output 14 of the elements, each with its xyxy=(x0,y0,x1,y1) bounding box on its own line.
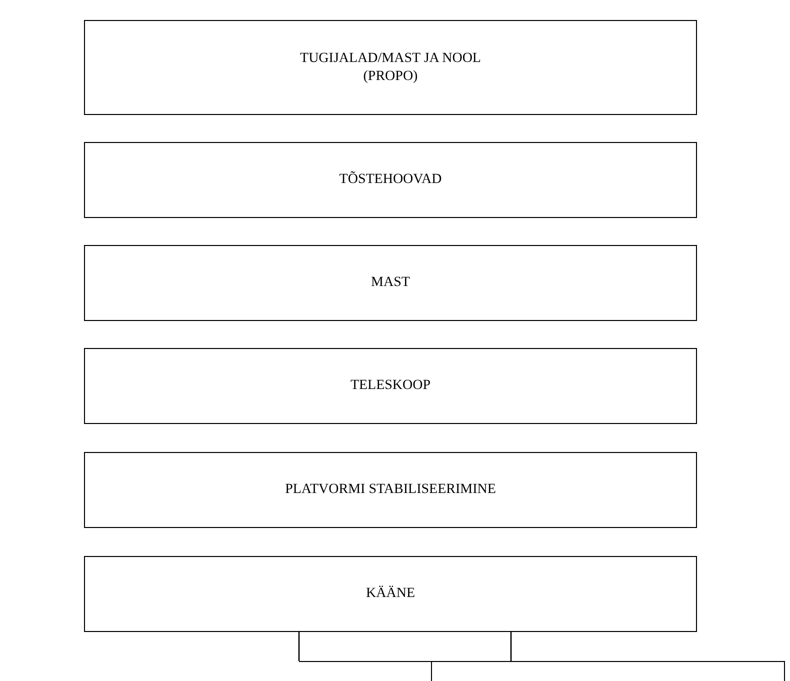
process-box xyxy=(84,452,697,528)
process-box xyxy=(84,245,697,321)
box-label: TÕSTEHOOVAD xyxy=(339,171,442,189)
box-label: MAST xyxy=(371,274,410,292)
box-label: TELESKOOP xyxy=(350,377,431,395)
box-label: KÄÄNE xyxy=(366,585,415,603)
box-label: TUGIJALAD/MAST JA NOOL (PROPO) xyxy=(299,50,482,85)
connector-line xyxy=(298,632,300,661)
connector-line xyxy=(510,632,512,661)
box-label: PLATVORMI STABILISEERIMINE xyxy=(285,481,496,499)
process-box xyxy=(84,20,697,115)
process-box xyxy=(84,142,697,218)
process-box xyxy=(84,348,697,424)
process-box xyxy=(84,556,697,632)
